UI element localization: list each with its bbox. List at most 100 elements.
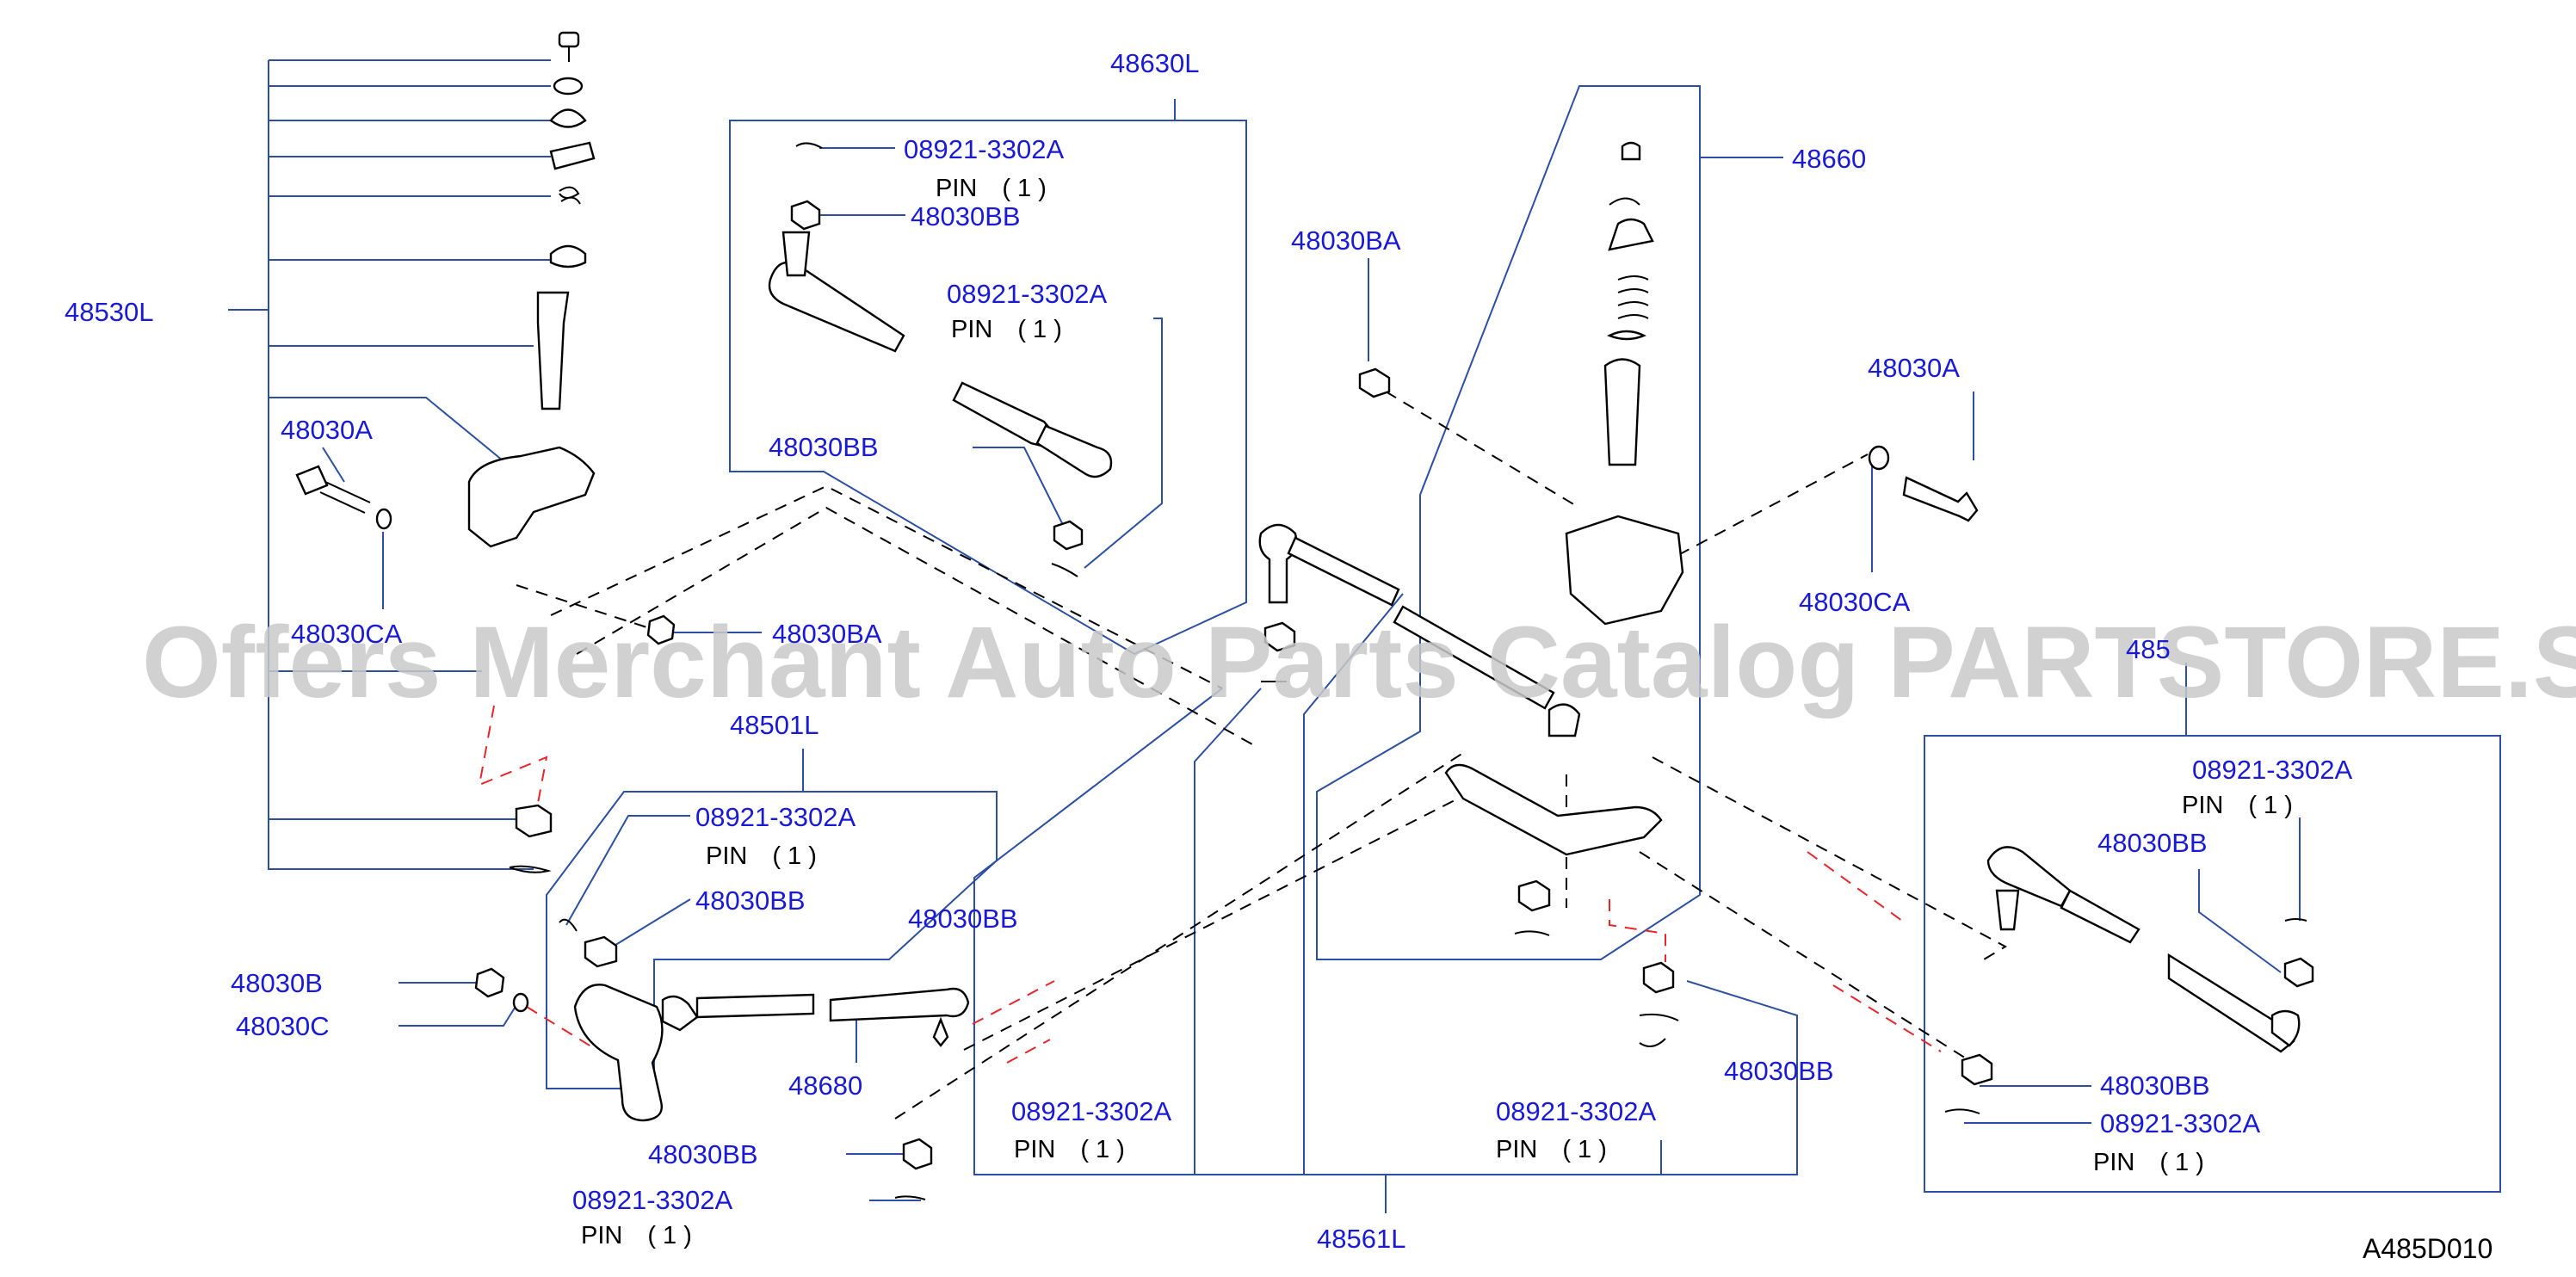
leader-48561L-b: [1303, 593, 1404, 1175]
dash-center-rod-upper: [550, 484, 1223, 689]
leader-48561L-bracket: [973, 688, 1387, 1213]
dash-48030BA-mid: [516, 584, 664, 633]
dash-center-rod-lower: [576, 506, 1253, 745]
leader-48630L-box: [729, 99, 1247, 656]
label-48030BB-right: 48030BB: [1724, 1056, 1834, 1086]
label-48561L: 48561L: [1317, 1224, 1405, 1254]
label-48030BB-box1-bot: 48030BB: [769, 432, 879, 462]
label-48030BB-bottom: 48030BB: [648, 1139, 758, 1169]
leader-48561L-right: [1386, 980, 1798, 1175]
leader-48030A-left: [322, 447, 345, 483]
bolt-thread-icon: [319, 481, 371, 514]
center-rod: [1258, 523, 1400, 683]
ball-joint-icon: [661, 995, 699, 1032]
label-48630L: 48630L: [1110, 48, 1199, 78]
bolt-48030A-right-icon: [1902, 476, 1979, 522]
label-08921-mid-right: 08921-3302A: [1496, 1096, 1656, 1126]
drag-link-48680: [661, 987, 970, 1047]
label-48501L: 48501L: [730, 710, 819, 740]
label-485-partial: 485: [2126, 634, 2171, 664]
watermark: Offers Merchant Auto Parts Catalog PARTS…: [142, 606, 2576, 719]
washer-icon: [1607, 330, 1646, 341]
bolt-head-icon: [558, 31, 580, 48]
label-48680: 48680: [788, 1070, 862, 1101]
label-48030BA-top: 48030BA: [1291, 225, 1401, 256]
nut-48030B-icon: [474, 967, 505, 998]
cotter-pin-icon: [2284, 918, 2307, 922]
pin-box4-top: PIN ( 1 ): [2182, 792, 2293, 819]
relay-rod-icon: [1393, 605, 1555, 710]
cotter-pin-icon: [1051, 563, 1078, 577]
washer-48030C-icon: [512, 992, 529, 1013]
diagram-code: A485D010: [2363, 1233, 2493, 1264]
leader-48501L-box: [546, 749, 998, 1089]
cotter-pin-icon: [509, 865, 552, 873]
spring-icon: [1617, 275, 1649, 319]
pin-box4-bot: PIN ( 1 ): [2093, 1149, 2204, 1176]
cotter-pin-icon: [1639, 1013, 1679, 1021]
tie-rod-ball-icon: [781, 231, 811, 277]
label-48030B: 48030B: [231, 968, 323, 998]
dash-48030CA-right: [1677, 453, 1869, 556]
label-48030CA-left: 48030CA: [291, 619, 403, 649]
nut-icon: [1053, 520, 1084, 551]
pin-labels: PIN ( 1 ) PIN ( 1 ) PIN ( 1 ) PIN ( 1 ) …: [581, 175, 2293, 1249]
idler-body-icon: [467, 446, 596, 548]
label-48030BB-box1-top: 48030BB: [911, 201, 1021, 231]
leader-48530L-t8: [269, 397, 509, 466]
pin-box3: PIN ( 1 ): [706, 842, 817, 870]
label-08921-box1-top: 08921-3302A: [904, 134, 1064, 164]
label-48530L: 48530L: [65, 297, 153, 327]
nut-icon: [1961, 1053, 1993, 1086]
pin-box1-mid: PIN ( 1 ): [951, 316, 1062, 343]
leader-08921-box3: [565, 815, 690, 926]
bolt-icon: [1621, 141, 1641, 161]
relay-lever-icon: [1444, 763, 1663, 856]
dash-left-pitman: [894, 752, 1464, 1120]
left-bolt-48030A: [295, 465, 392, 530]
parts: [295, 31, 2314, 1200]
assembly-dash-lines: [516, 391, 2008, 1120]
cotter-pin-icon: [1514, 930, 1550, 936]
spring-clip-icon: [559, 186, 581, 205]
red-dash-right: [1807, 851, 1903, 922]
drag-rod-icon: [695, 993, 815, 1019]
label-48030A-right: 48030A: [1868, 353, 1960, 383]
leader-48660-box: [1316, 85, 1783, 960]
cotter-pin-icon: [1944, 1108, 1980, 1114]
pin-mid-right: PIN ( 1 ): [1496, 1136, 1607, 1163]
rod-end-bolt-icon: [932, 1016, 949, 1047]
leader-08921-box1-mid: [1084, 318, 1163, 569]
idler-shaft-icon: [1603, 358, 1641, 466]
tie-rod-end-icon: [768, 261, 905, 353]
label-08921-box4-top: 08921-3302A: [2192, 755, 2352, 785]
tie-rod-ball-icon: [1995, 889, 2020, 931]
red-dash-lines: [478, 705, 1942, 1064]
nut-48030BB-right-icon: [1642, 961, 1675, 994]
leader-48030C: [398, 1004, 517, 1027]
nut-48030BA-top-icon: [1358, 367, 1391, 398]
center-ball-icon: [1258, 523, 1298, 604]
cotter-pin-icon: [559, 918, 578, 932]
relay-lever: [1393, 605, 1663, 936]
tie-rod-right: [1944, 846, 2314, 1114]
tie-rod-end-right-icon: [1035, 424, 1113, 478]
red-dash-idler: [1609, 899, 1666, 962]
label-48030C: 48030C: [236, 1011, 330, 1041]
label-48030BB-box4-top: 48030BB: [2097, 828, 2208, 858]
label-08921-box3: 08921-3302A: [695, 802, 856, 832]
idler-body-icon: [1565, 515, 1684, 626]
clip-icon: [1609, 197, 1640, 206]
castle-nut-icon: [584, 935, 618, 968]
gasket-icon: [549, 141, 596, 170]
red-dash-rod-end-left: [1006, 1039, 1051, 1064]
nut-icon: [2283, 957, 2314, 988]
pin-mid-left: PIN ( 1 ): [1014, 1136, 1125, 1163]
red-dash-left-upright: [478, 705, 548, 827]
tie-rod-tube-right-icon: [2167, 953, 2295, 1053]
leader-48030BB-box3: [612, 898, 691, 947]
label-08921-bottom: 08921-3302A: [572, 1185, 732, 1215]
pin-box1-top: PIN ( 1 ): [936, 175, 1047, 202]
